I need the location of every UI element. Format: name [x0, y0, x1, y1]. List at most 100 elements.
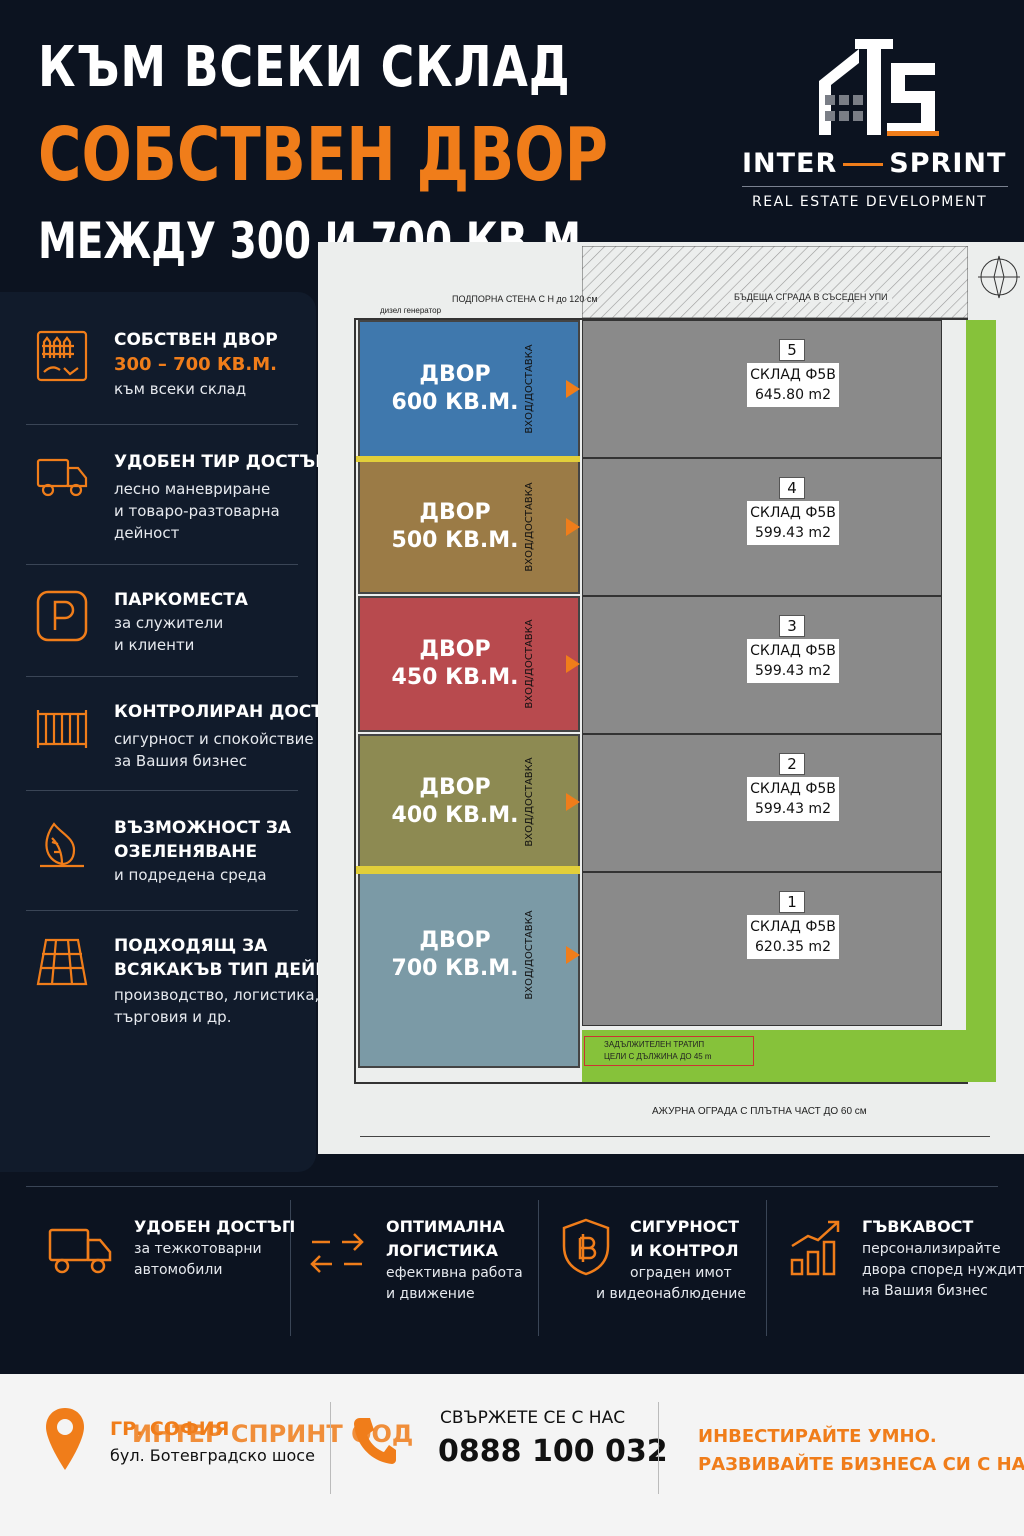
bottom-feature-access-desc-1: за тежкотоварни [134, 1241, 262, 1257]
headline-line-2: СОБСТВЕН ДВОР [38, 112, 609, 198]
feature-controlled-access-title: КОНТРОЛИРАН ДОСТЪП [114, 702, 354, 722]
yard-400-entry: ВХОД/ДОСТАВКА [523, 757, 535, 847]
shield-icon [562, 1218, 610, 1276]
yard-separator [356, 866, 580, 874]
warehouse-3[interactable]: 3 СКЛАД Ф5В 599.43 m2 [582, 596, 942, 734]
footer-divider [330, 1402, 331, 1494]
divider [26, 564, 298, 565]
warehouse-5-number: 5 [779, 339, 805, 361]
footer-phone[interactable]: 0888 100 032 [438, 1434, 668, 1469]
warehouse-2-name: СКЛАД Ф5В [750, 781, 836, 797]
bottom-feature-logistics-title-1: ОПТИМАЛНА [386, 1217, 505, 1236]
yard-450-title: ДВОР [419, 637, 491, 662]
leaf-icon [40, 822, 84, 868]
footer-city: ГР. СОФИЯ [110, 1418, 230, 1440]
feature-greenery-desc: и подредена среда [114, 866, 267, 884]
divider [26, 910, 298, 911]
phone-icon [354, 1418, 396, 1464]
feature-truck-access-desc-2: и товаро-разтоварна [114, 502, 280, 520]
warehouse-5-name: СКЛАД Ф5В [750, 367, 836, 383]
warehouse-4-name: СКЛАД Ф5В [750, 505, 836, 521]
bottom-feature-security-desc-2: и видеонаблюдение [596, 1286, 747, 1302]
feature-controlled-access-desc-1: сигурност и спокойствие [114, 730, 314, 748]
warehouse-3-name: СКЛАД Ф5В [750, 643, 836, 659]
yard-400-fill [360, 736, 578, 868]
logo-underline [742, 186, 1008, 187]
logo-name-right: SPRINT [889, 148, 1007, 179]
feature-parking-desc-2: и клиенти [114, 636, 195, 654]
sidewalk-label-2: ЦЕЛИ С ДЪЛЖИНА ДО 45 m [604, 1052, 712, 1061]
feature-any-activity-desc-2: търговия и др. [114, 1008, 232, 1026]
bottom-feature-security-title-1: СИГУРНОСТ [630, 1217, 740, 1236]
location-pin-icon [46, 1408, 84, 1470]
footer-address: бул. Ботевградско шосе [110, 1446, 315, 1465]
generator-label: дизел генератор [380, 306, 442, 315]
yard-400-title: ДВОР [419, 775, 491, 800]
feature-truck-access-desc-3: дейност [114, 524, 180, 542]
truck-icon [36, 458, 88, 497]
vertical-divider [766, 1200, 767, 1336]
yard-450-entry: ВХОД/ДОСТАВКА [523, 619, 535, 709]
yard-700-title: ДВОР [419, 927, 491, 953]
warehouse-2[interactable]: 2 СКЛАД Ф5В 599.43 m2 [582, 734, 942, 872]
bottom-feature-flexibility: ГЪВКАВОСТ персонализирайте двора според … [862, 1215, 1024, 1302]
logo-dash [843, 163, 884, 166]
yard-600-fill [360, 322, 578, 456]
warehouse-2-number: 2 [779, 753, 805, 775]
yard-separator [356, 456, 580, 462]
feature-controlled-access-desc-2: за Вашия бизнес [114, 752, 247, 770]
dimension-line [354, 1082, 968, 1083]
yard-450-fill [360, 598, 578, 730]
bottom-feature-security: СИГУРНОСТ И КОНТРОЛ ограден имот и видео… [596, 1215, 746, 1305]
bottom-feature-access: УДОБЕН ДОСТЪП за тежкотоварни автомобили [134, 1215, 295, 1281]
feature-own-yard-desc: към всеки склад [114, 380, 247, 398]
growth-chart-icon [790, 1220, 840, 1276]
bottom-feature-flexibility-desc-3: на Вашия бизнес [862, 1283, 988, 1299]
entry-arrow-icon [566, 655, 580, 673]
warehouse-5[interactable]: 5 СКЛАД Ф5В 645.80 m2 [582, 320, 942, 458]
footer [0, 1374, 1024, 1536]
yard-500-entry: ВХОД/ДОСТАВКА [523, 482, 535, 572]
feature-greenery-title-2: ОЗЕЛЕНЯВАНЕ [114, 842, 258, 862]
bottom-feature-access-title: УДОБЕН ДОСТЪП [134, 1217, 296, 1236]
yard-500-title: ДВОР [419, 500, 491, 525]
bottom-feature-logistics-desc-2: и движение [386, 1286, 475, 1302]
dimension-line [360, 1136, 990, 1137]
feature-any-activity-title-1: ПОДХОДЯЩ ЗА [114, 936, 268, 956]
parking-icon [36, 590, 88, 642]
vertical-divider [538, 1200, 539, 1336]
divider [26, 424, 298, 425]
feature-greenery-title-1: ВЪЗМОЖНОСТ ЗА [114, 818, 292, 838]
bottom-feature-logistics-desc-1: ефективна работа [386, 1265, 523, 1281]
warehouse-1-number: 1 [779, 891, 805, 913]
green-strip-right [966, 320, 996, 1082]
bottom-feature-access-desc-2: автомобили [134, 1262, 223, 1278]
warehouse-5-area: 645.80 m2 [755, 387, 831, 403]
bottom-feature-flexibility-desc-1: персонализирайте [862, 1241, 1001, 1257]
neighbor-building-label: БЪДЕЩА СГРАДА В СЪСЕДЕН УПИ [730, 292, 892, 302]
feature-own-yard-highlight: 300 – 700 КВ.М. [114, 354, 277, 375]
north-arrow-icon [978, 255, 1020, 299]
entry-arrow-icon [566, 945, 580, 964]
sidewalk-box [584, 1036, 754, 1066]
bottom-feature-security-desc-1: ограден имот [630, 1265, 732, 1281]
divider [26, 676, 298, 677]
warehouse-3-area: 599.43 m2 [755, 663, 831, 679]
warehouse-3-number: 3 [779, 615, 805, 637]
bottom-divider [26, 1186, 998, 1187]
bottom-feature-flexibility-title: ГЪВКАВОСТ [862, 1217, 974, 1236]
warehouse-2-area: 599.43 m2 [755, 801, 831, 817]
warehouse-1-area: 620.35 m2 [755, 939, 831, 955]
footer-slogan-2: РАЗВИВАЙТЕ БИЗНЕСА СИ С НАС! [698, 1454, 1024, 1475]
yard-600-area: 600 КВ.М. [391, 390, 519, 415]
divider [26, 790, 298, 791]
arrows-icon [310, 1233, 364, 1273]
